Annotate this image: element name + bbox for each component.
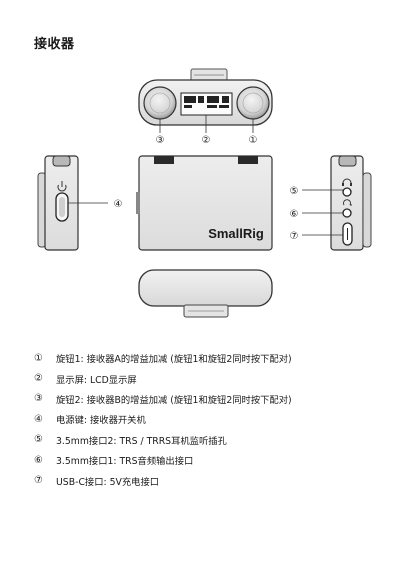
knob-2-icon [144,87,176,119]
callout-7: ⑦ [290,231,299,242]
legend-number: ② [34,373,56,384]
callout-5: ⑤ [290,186,299,197]
callout-3: ③ [156,135,165,146]
legend-text: 旋钮2: 接收器B的增益加减 (旋钮1和旋钮2同时按下配对) [56,392,292,406]
callout-6: ⑥ [290,209,299,220]
legend-text: 电源键: 接收器开关机 [56,412,146,426]
legend-text: 3.5mm接口1: TRS音频输出接口 [56,453,193,467]
legend-item: ⑤ 3.5mm接口2: TRS / TRRS耳机监听插孔 [34,430,384,450]
headphone-jack-port[interactable] [343,188,351,196]
bottom-view [139,270,272,317]
callout-4: ④ [114,199,123,210]
callout-2: ② [202,135,211,146]
legend-item: ⑥ 3.5mm接口1: TRS音频输出接口 [34,450,384,470]
knob-1-icon [237,87,269,119]
receiver-illustration: ③ ② ① ④ [0,0,408,340]
legend-item: ④ 电源键: 接收器开关机 [34,409,384,429]
legend-item: ③ 旋钮2: 接收器B的增益加减 (旋钮1和旋钮2同时按下配对) [34,389,384,409]
top-view: ③ ② ① [139,69,272,146]
lcd-screen-icon [181,93,232,115]
front-view: SmallRig [136,156,272,250]
brand-logo: SmallRig [208,226,264,241]
audio-output-port[interactable] [343,209,351,217]
legend-number: ① [34,353,56,364]
legend-list: ① 旋钮1: 接收器A的增益加减 (旋钮1和旋钮2同时按下配对) ② 显示屏: … [34,348,384,491]
legend-number: ③ [34,393,56,404]
legend-item: ① 旋钮1: 接收器A的增益加减 (旋钮1和旋钮2同时按下配对) [34,348,384,368]
right-side-view: ⑤ ⑥ ⑦ [290,156,371,250]
legend-number: ⑦ [34,475,56,486]
legend-number: ④ [34,414,56,425]
legend-text: 3.5mm接口2: TRS / TRRS耳机监听插孔 [56,433,227,447]
legend-number: ⑥ [34,455,56,466]
legend-item: ⑦ USB-C接口: 5V充电接口 [34,470,384,490]
legend-item: ② 显示屏: LCD显示屏 [34,368,384,388]
callout-1: ① [249,135,258,146]
legend-number: ⑤ [34,434,56,445]
legend-text: 显示屏: LCD显示屏 [56,372,137,386]
left-side-view: ④ [38,156,122,250]
legend-text: USB-C接口: 5V充电接口 [56,474,159,488]
legend-text: 旋钮1: 接收器A的增益加减 (旋钮1和旋钮2同时按下配对) [56,351,292,365]
